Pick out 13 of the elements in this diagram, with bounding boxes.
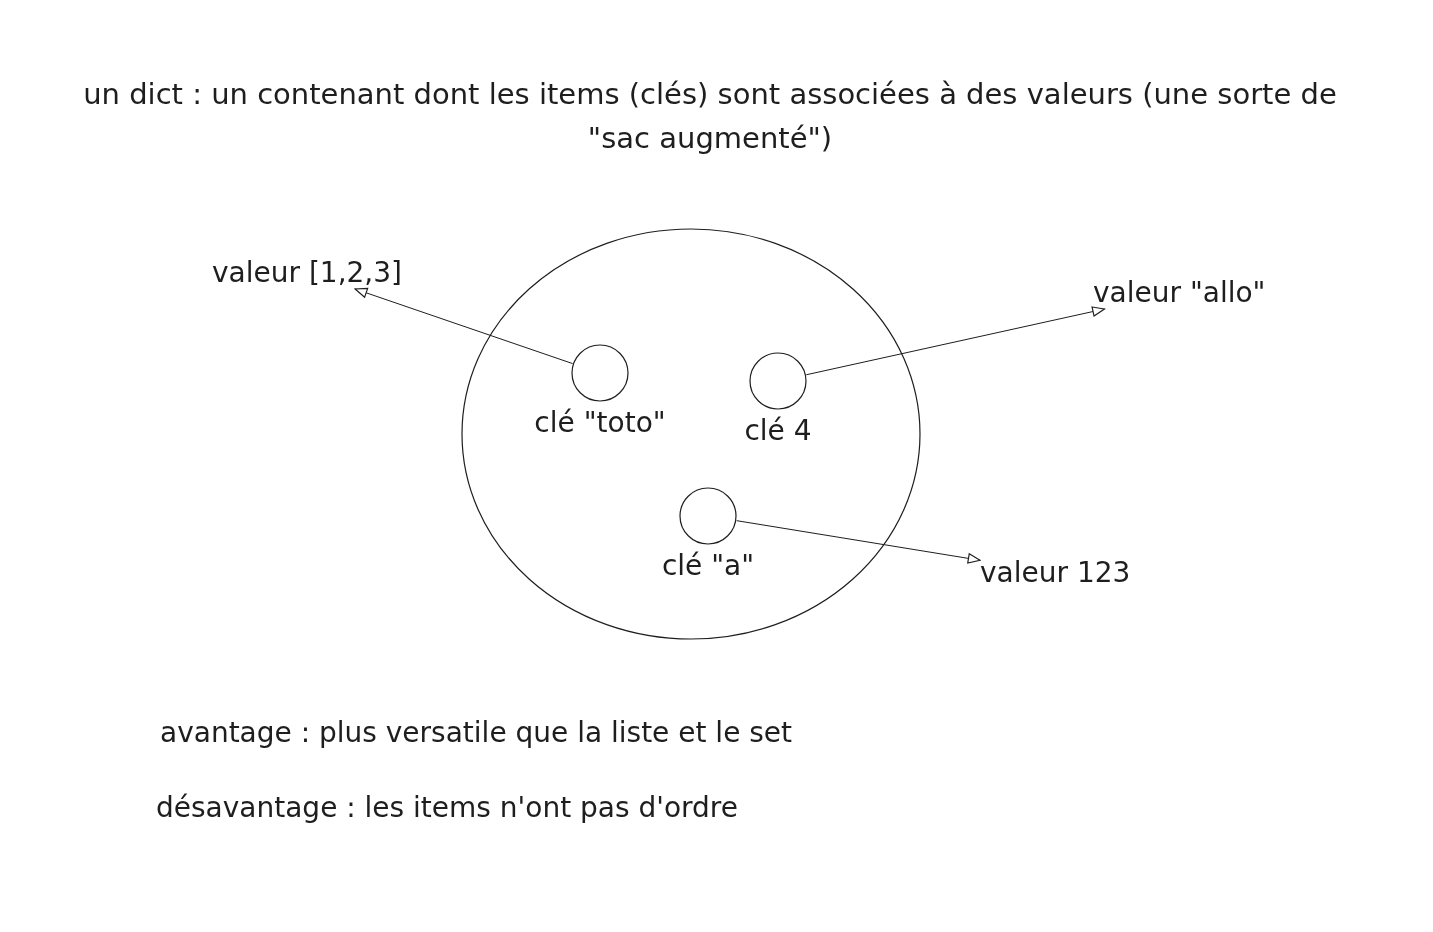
note-text: désavantage : les items n'ont pas d'ordre <box>156 791 738 824</box>
arrow <box>354 287 574 365</box>
title: un dict : un contenant dont les items (clés) sont associées à des valeurs (une sorte de "sac augmenté") <box>82 76 1338 157</box>
container-ellipse <box>461 228 921 640</box>
value-label: valeur "allo" <box>1093 276 1266 309</box>
value-label: valeur 123 <box>980 556 1131 589</box>
arrow <box>805 306 1105 376</box>
key-label: clé 4 <box>743 414 813 447</box>
arrow <box>736 520 981 564</box>
value-label: valeur [1,2,3] <box>212 256 402 289</box>
key-label: clé "a" <box>660 549 756 582</box>
note-text: avantage : plus versatile que la liste et le set <box>160 716 793 749</box>
key-label: clé "toto" <box>533 406 667 439</box>
